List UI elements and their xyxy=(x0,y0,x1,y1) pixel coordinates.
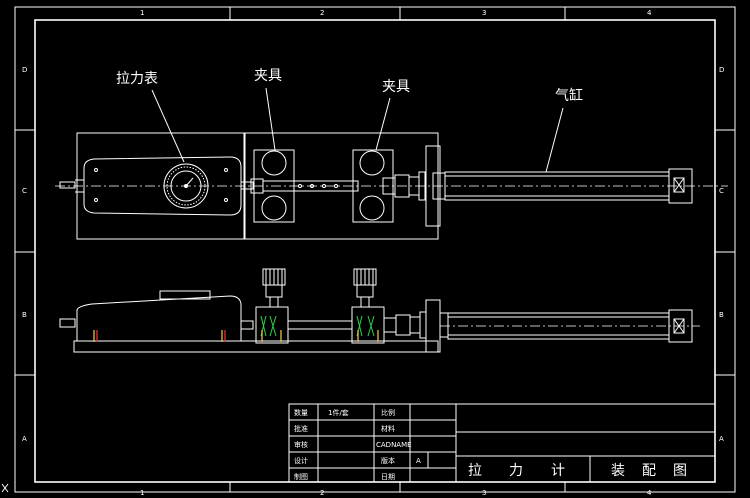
test-specimen xyxy=(262,180,359,192)
col-label-bottom-3: 3 xyxy=(482,489,486,497)
left-clamp-roller-top xyxy=(261,150,287,176)
tb-qty-value: 1件/套 xyxy=(328,408,349,417)
row-label-left-d: D xyxy=(22,66,27,74)
cylinder-end-cap xyxy=(668,168,693,204)
side-view xyxy=(59,268,700,353)
ucs-icon xyxy=(1,483,9,493)
tb-version-value: A xyxy=(416,457,421,465)
tb-type-char-2: 配 xyxy=(642,463,656,479)
col-label-top-1: 1 xyxy=(140,9,144,17)
cylinder-flange xyxy=(425,145,441,227)
right-clamp-block xyxy=(352,149,394,223)
gauge-base-plate xyxy=(76,132,245,240)
callout-clamp-left-label: 夹具 xyxy=(254,68,282,84)
tb-name-char-3: 计 xyxy=(551,463,565,479)
tb-cadname: CADNAME xyxy=(376,441,412,449)
tb-material-label: 材料 xyxy=(381,424,395,433)
tb-type-char-3: 图 xyxy=(673,463,687,479)
callout-gauge-leader xyxy=(151,89,185,163)
col-label-top-2: 2 xyxy=(320,9,324,17)
row-label-left-a: A xyxy=(22,435,27,443)
left-clamp-body xyxy=(255,306,289,344)
callout-clamp-right-label: 夹具 xyxy=(382,79,410,95)
tb-type-char-1: 装 xyxy=(611,463,625,479)
gauge-dial-ring xyxy=(166,166,206,206)
top-view xyxy=(55,132,728,240)
callout-gauge-label: 拉力表 xyxy=(116,71,158,87)
callout-clamp-right-leader xyxy=(375,97,391,151)
col-label-bottom-2: 2 xyxy=(320,489,324,497)
tb-name-char-2: 力 xyxy=(509,463,523,479)
tb-draw-label: 制图 xyxy=(294,472,308,481)
row-label-right-c: C xyxy=(719,187,724,195)
tb-scale-label: 比例 xyxy=(381,408,395,417)
tb-version-label: 版本 xyxy=(381,456,395,465)
right-clamp-roller-bottom xyxy=(359,195,385,221)
gauge-dial-face xyxy=(170,170,202,202)
side-gauge-body xyxy=(76,295,242,342)
force-gauge-body xyxy=(83,156,242,216)
callout-cylinder-leader xyxy=(545,107,564,173)
col-label-bottom-4: 4 xyxy=(647,489,652,497)
grid-labels: 1 2 3 4 1 2 3 4 D C B A D C B A xyxy=(22,9,724,497)
tb-date-label: 日期 xyxy=(381,473,395,481)
tb-design-label: 设计 xyxy=(294,456,308,465)
row-label-right-b: B xyxy=(719,311,724,319)
title-block: 数量 1件/套 比例 批准 材料 审核 CADNAME 设计 版本 A 制图 日… xyxy=(288,403,716,483)
tb-qty-label: 数量 xyxy=(294,408,308,417)
row-label-left-b: B xyxy=(22,311,27,319)
col-label-bottom-1: 1 xyxy=(140,489,144,497)
col-label-top-3: 3 xyxy=(482,9,486,17)
gauge-rear-shaft xyxy=(59,181,76,189)
right-clamp-roller-top xyxy=(359,150,385,176)
gauge-pivot xyxy=(184,184,188,188)
tb-name-char-1: 拉 xyxy=(468,463,482,479)
gauge-dial-outer xyxy=(163,163,209,209)
tb-approve-label: 批准 xyxy=(294,424,308,433)
tb-review-label: 审核 xyxy=(294,440,308,449)
col-label-top-4: 4 xyxy=(647,9,652,17)
row-label-left-c: C xyxy=(22,187,27,195)
right-clamp-body xyxy=(351,306,385,344)
clamp-base-plate xyxy=(244,132,439,240)
side-gauge-top xyxy=(159,290,211,300)
row-label-right-d: D xyxy=(719,66,724,74)
callout-clamp-left-leader xyxy=(265,87,276,151)
callouts: 拉力表 夹具 夹具 气缸 xyxy=(116,68,583,173)
row-label-right-a: A xyxy=(719,435,724,443)
left-clamp-roller-bottom xyxy=(261,195,287,221)
left-clamp-block xyxy=(253,149,295,223)
callout-cylinder-label: 气缸 xyxy=(555,87,583,104)
